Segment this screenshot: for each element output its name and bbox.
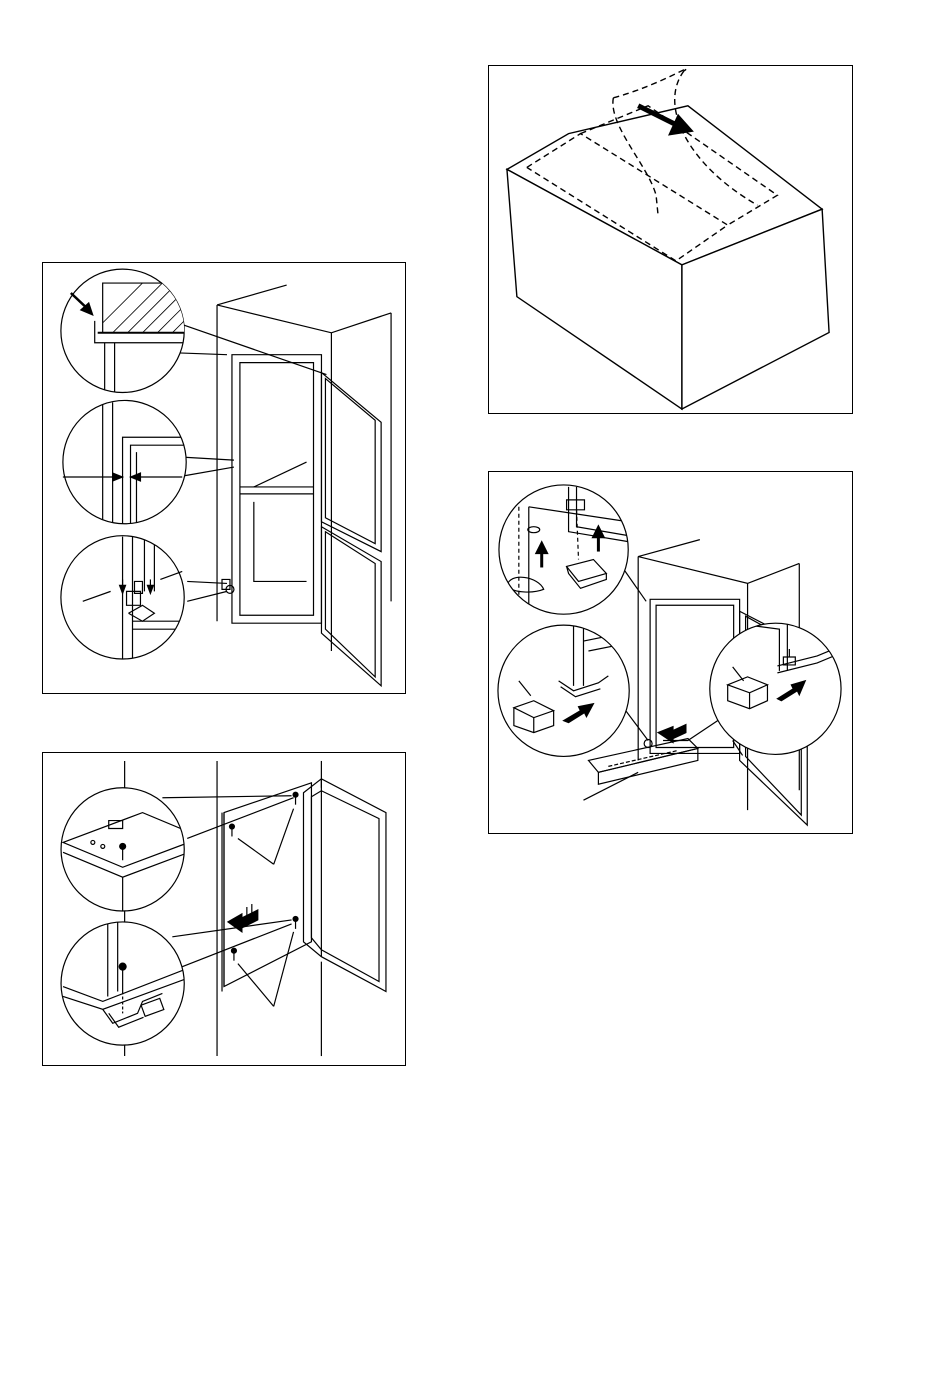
cover-fitting-figure [488, 471, 853, 834]
open-door-upper [321, 373, 381, 552]
zoom-circle-middle [63, 400, 192, 526]
screw-icon [229, 824, 234, 836]
screw-icon [293, 916, 298, 928]
zoom-circle-bottom-left [498, 625, 638, 756]
ventilation-grille-icon [588, 739, 697, 785]
zoom-circle-top [499, 485, 628, 616]
screw-icon [231, 948, 236, 960]
zoom-circle-top [61, 269, 192, 402]
door-alignment-figure [42, 262, 406, 694]
zoom-circle-right [710, 611, 841, 754]
push-arrow-icon [228, 904, 258, 932]
packaging-removal-illustration [489, 66, 852, 413]
appliance-side [224, 783, 311, 987]
screw-fixing-illustration [43, 753, 405, 1065]
screw-icon [293, 792, 298, 804]
callout-lines [172, 323, 326, 601]
zoom-circle-top [61, 788, 202, 917]
door-alignment-illustration [43, 263, 405, 693]
open-door-lower [321, 527, 381, 686]
box-outline [507, 106, 829, 409]
zoom-circle-bottom [61, 536, 192, 661]
zoom-circle-bottom [61, 922, 192, 1045]
door-open [303, 779, 385, 992]
hinge-pivot [644, 740, 652, 748]
screw-fixing-figure [42, 752, 406, 1066]
packaging-removal-figure [488, 65, 853, 414]
cabinet-outline [217, 285, 391, 651]
cover-fitting-illustration [489, 472, 852, 833]
grille-callout-line [583, 772, 638, 800]
appliance-frame [232, 355, 322, 624]
